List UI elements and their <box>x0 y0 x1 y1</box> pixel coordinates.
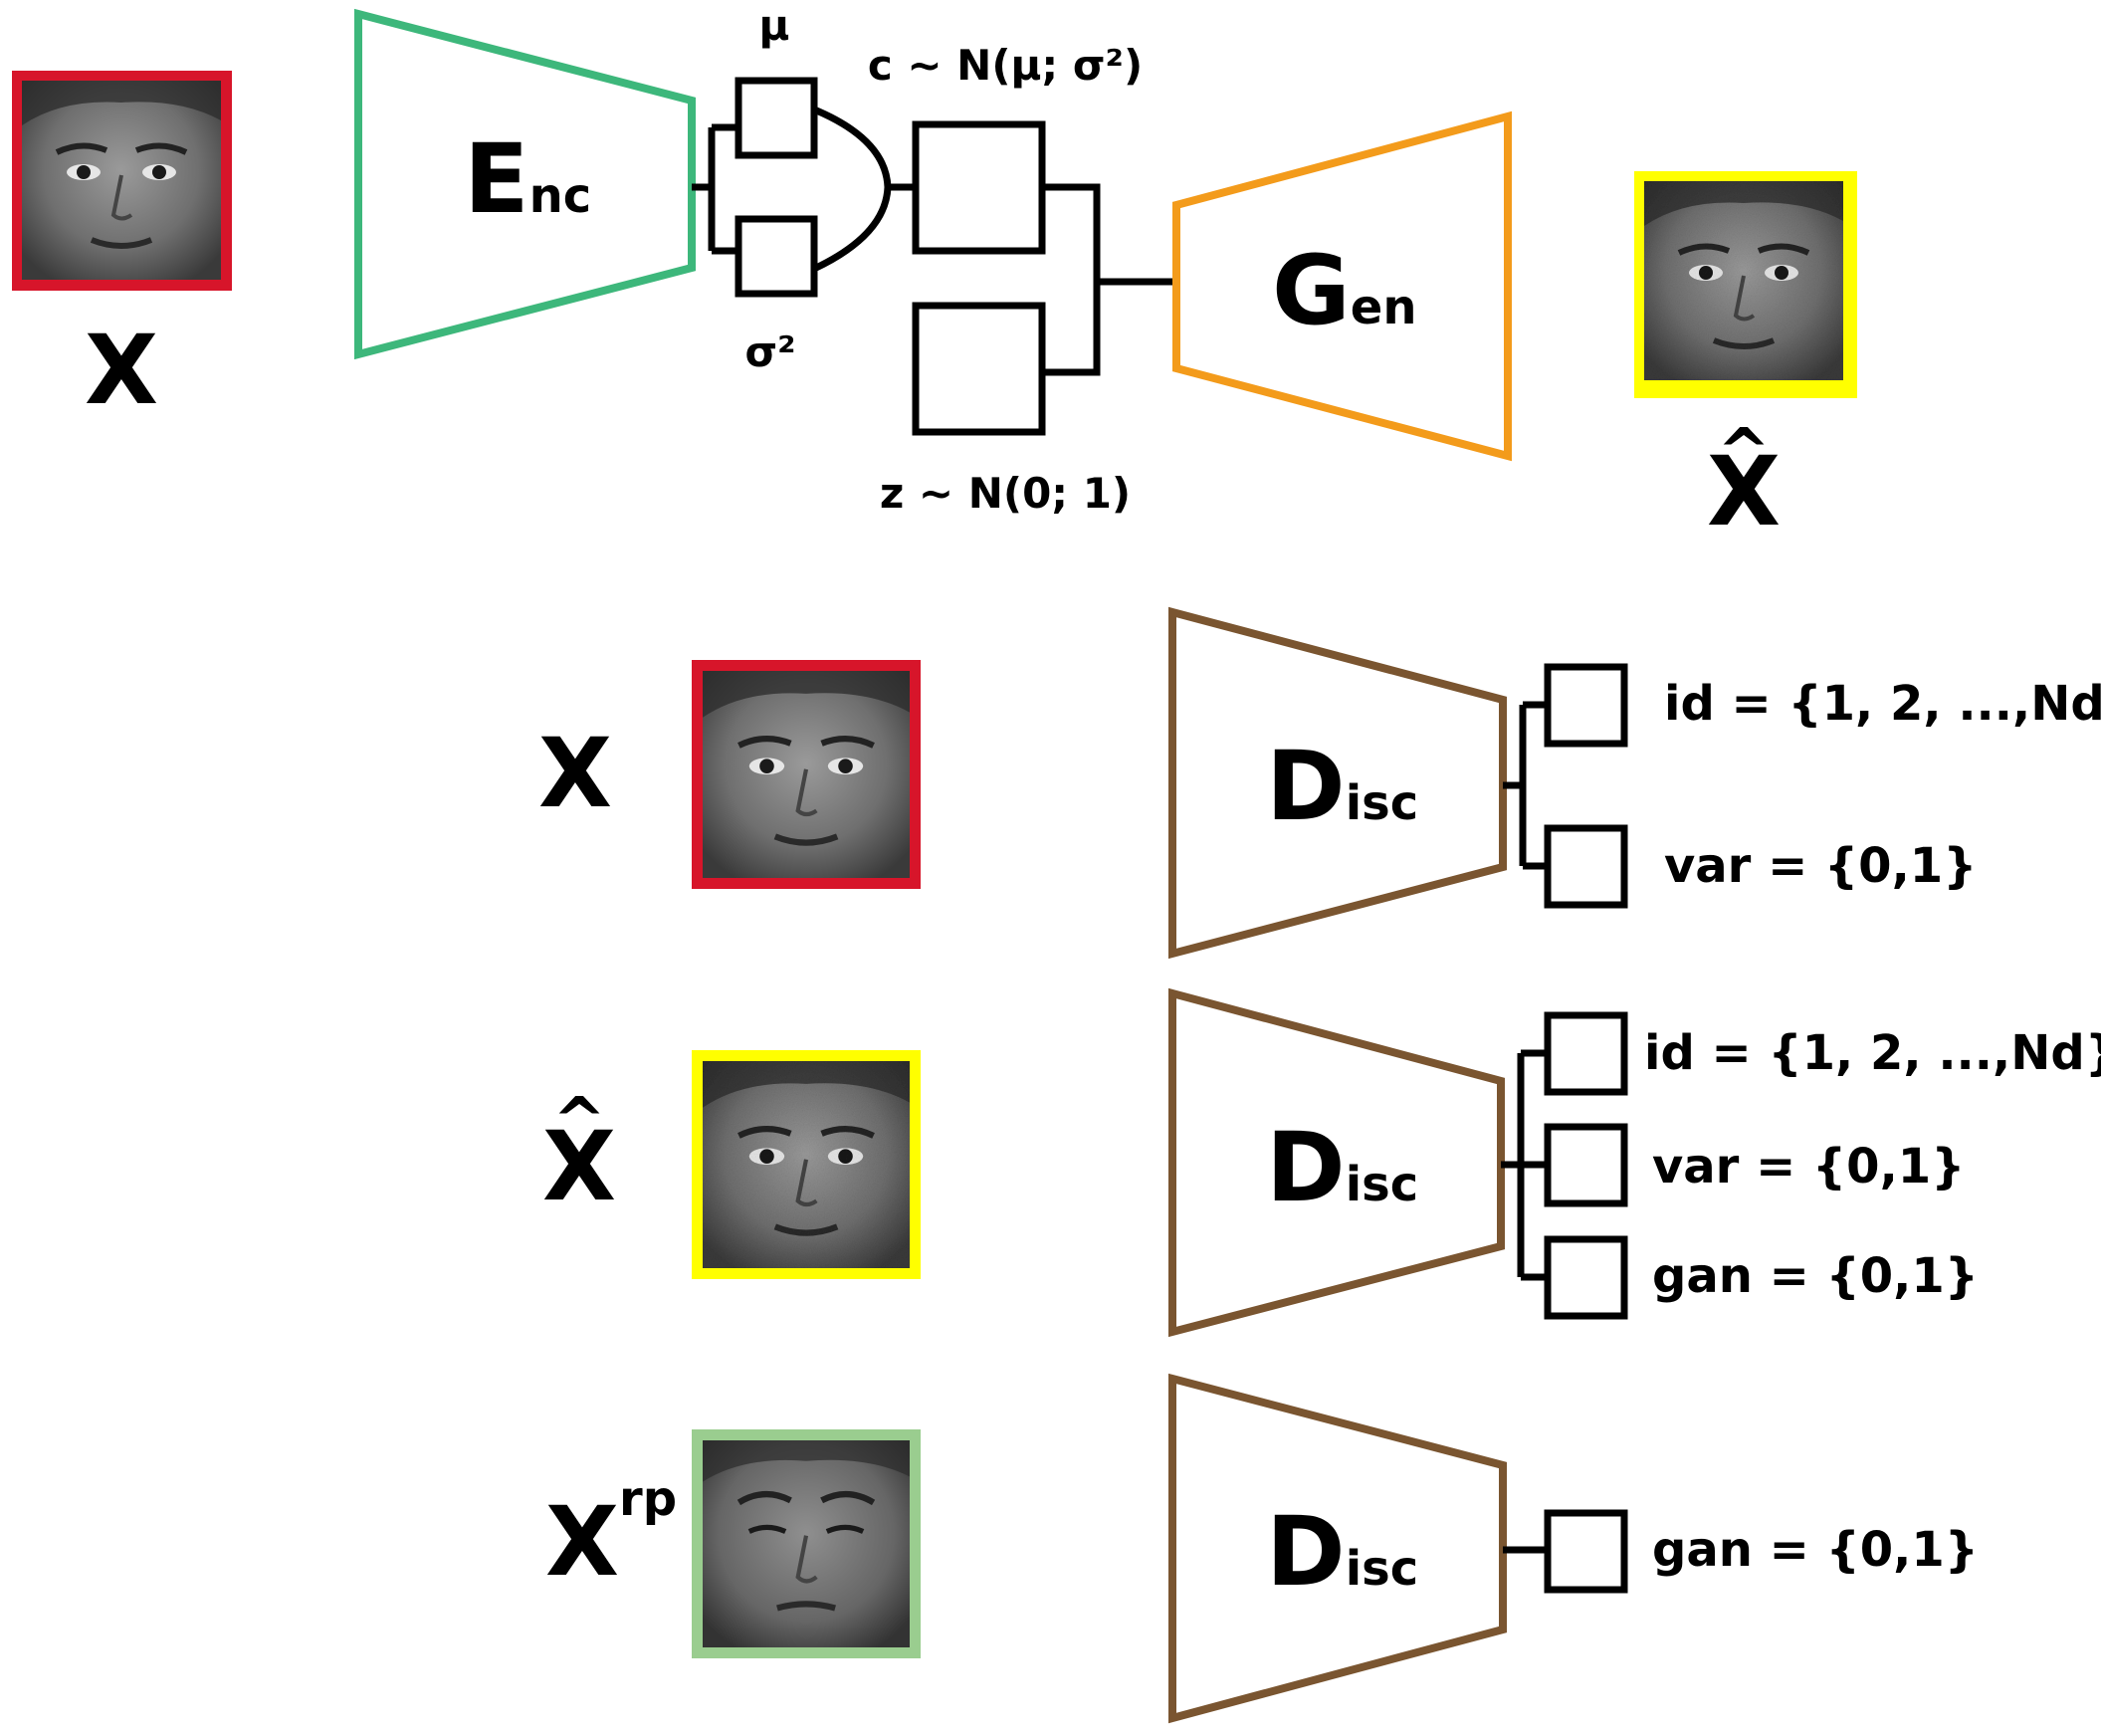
encoder-block <box>354 8 696 360</box>
row1-output-id-label: id = {1, 2, ...,Nd} <box>1664 676 2101 732</box>
sigma-box <box>735 215 818 298</box>
encoder-label: Enc <box>464 123 591 235</box>
row2-output-var-label: var = {0,1} <box>1652 1139 1965 1194</box>
row2-discriminator-label: Disc <box>1266 1112 1418 1223</box>
row1-discriminator-label: Disc <box>1266 731 1418 842</box>
row2-output-box-gan <box>1544 1235 1628 1320</box>
noise-z-label: z ~ N(0; 1) <box>880 469 1131 518</box>
input-image-real <box>12 71 232 291</box>
input-label-x: X <box>85 315 158 426</box>
row2-output-wire <box>1501 1049 1548 1281</box>
row2-image-reconstructed <box>692 1050 921 1279</box>
latent-c-box <box>912 120 1046 255</box>
row3-discriminator-label: Disc <box>1266 1496 1418 1608</box>
row2-input-hat: ^ <box>552 1085 606 1159</box>
row3-discriminator-block <box>1168 1373 1507 1724</box>
row1-output-var-label: var = {0,1} <box>1664 838 1977 894</box>
row1-image-real <box>692 660 921 889</box>
row2-input-label: X <box>542 1111 616 1222</box>
output-label-x-hat: X <box>1707 436 1781 547</box>
generator-label: Gen <box>1272 235 1417 346</box>
mu-label: μ <box>759 1 790 50</box>
row2-output-box-var <box>1544 1123 1628 1207</box>
sigma-label: σ² <box>744 327 795 376</box>
sampling-combine-curve <box>812 106 916 273</box>
latent-merge-wire <box>1042 183 1176 376</box>
row1-output-box-var <box>1544 824 1628 909</box>
latent-c-label: c ~ N(μ; σ²) <box>868 41 1143 90</box>
row1-input-label: X <box>538 718 612 829</box>
generator-block <box>1172 110 1512 462</box>
row2-output-box-id <box>1544 1011 1628 1096</box>
noise-z-box <box>912 302 1046 436</box>
row1-output-wire <box>1503 701 1548 870</box>
row2-discriminator-block <box>1168 987 1505 1338</box>
mu-box <box>735 77 818 159</box>
row3-image-rp <box>692 1429 921 1658</box>
row2-output-id-label: id = {1, 2, ...,Nd} <box>1644 1025 2101 1081</box>
output-hat: ^ <box>1717 416 1771 490</box>
row1-output-box-id <box>1544 663 1628 748</box>
encoder-split-wire <box>692 123 738 255</box>
row1-discriminator-block <box>1168 606 1507 960</box>
row3-output-box-gan <box>1544 1509 1628 1594</box>
row3-input-label: Xrp <box>545 1471 677 1598</box>
row3-output-gan-label: gan = {0,1} <box>1652 1522 1979 1578</box>
output-image-reconstructed <box>1634 171 1857 398</box>
row2-output-gan-label: gan = {0,1} <box>1652 1248 1979 1304</box>
